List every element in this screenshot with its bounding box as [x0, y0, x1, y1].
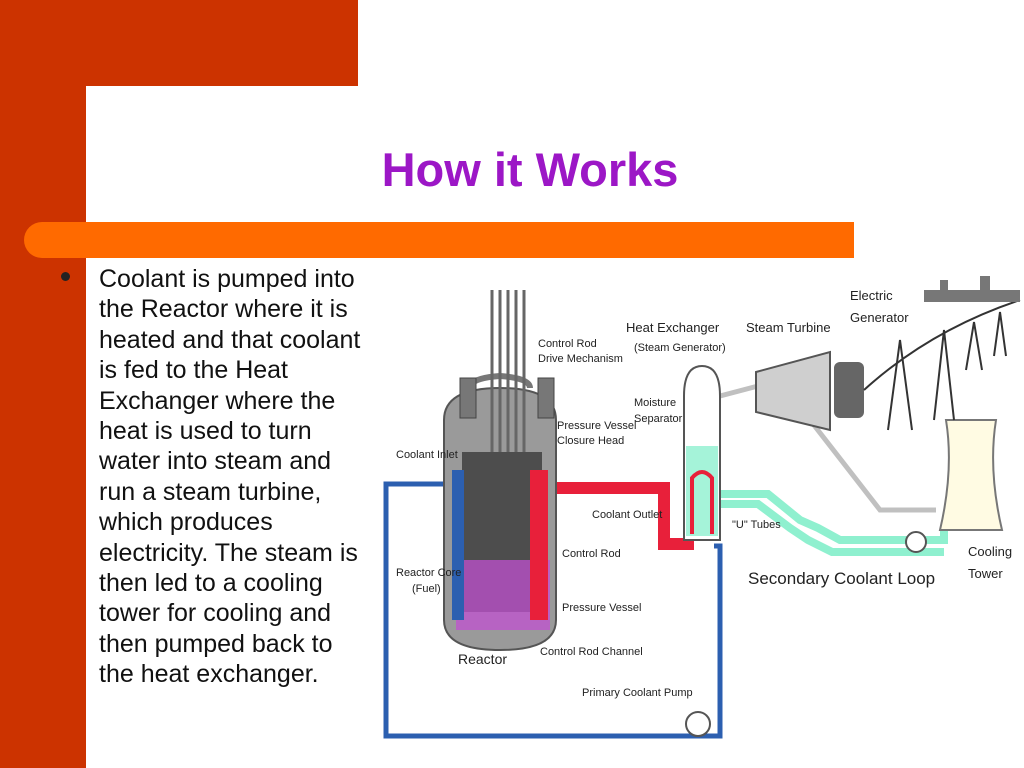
label-separator: Separator [634, 413, 683, 425]
title-underline-bar [24, 222, 854, 258]
primary-pump-icon [685, 711, 711, 737]
steam-line [719, 383, 936, 513]
label-moisture: Moisture [634, 397, 676, 409]
label-coolant-inlet: Coolant Inlet [396, 449, 458, 461]
slide-title: How it Works [381, 143, 679, 196]
label-control-rod-channel: Control Rod Channel [540, 646, 643, 658]
reactor-vessel [443, 372, 557, 652]
bullet-text: Coolant is pumped into the Reactor where… [99, 265, 361, 689]
label-coolant-outlet: Coolant Outlet [592, 509, 662, 521]
secondary-pump-icon [905, 531, 927, 553]
bullet-icon [61, 272, 70, 281]
label-pressure-vessel-closure-1: Pressure Vessel [557, 420, 636, 432]
steam-turbine [755, 350, 864, 432]
secondary-loop-pipe [712, 490, 948, 556]
city-skyline [924, 276, 1020, 302]
transmission-pylons [863, 299, 1021, 431]
label-control-rod-drive-2: Drive Mechanism [538, 353, 623, 365]
label-heat-exchanger: Heat Exchanger [626, 320, 720, 335]
label-reactor: Reactor [458, 651, 507, 667]
label-tower: Tower [968, 566, 1003, 581]
label-steam-turbine: Steam Turbine [746, 320, 831, 335]
label-electric: Electric [850, 288, 893, 303]
label-fuel: (Fuel) [412, 583, 441, 595]
label-u-tubes: "U" Tubes [732, 519, 781, 531]
hot-leg-pipe [540, 482, 694, 550]
label-control-rod: Control Rod [562, 548, 621, 560]
label-primary-coolant-pump: Primary Coolant Pump [582, 687, 693, 699]
frame-top-block [0, 0, 358, 86]
label-steam-generator: (Steam Generator) [634, 342, 726, 354]
label-control-rod-drive-1: Control Rod [538, 338, 597, 350]
frame-left-band [0, 0, 86, 768]
primary-loop-pipe [383, 481, 723, 739]
control-rod-drives [490, 290, 526, 452]
label-cooling: Cooling [968, 544, 1012, 559]
label-secondary-coolant-loop: Secondary Coolant Loop [748, 569, 935, 588]
heat-exchanger [683, 364, 721, 541]
label-reactor-core: Reactor Core [396, 567, 461, 579]
label-generator: Generator [850, 310, 909, 325]
label-pressure-vessel: Pressure Vessel [562, 602, 641, 614]
cooling-tower [938, 419, 1004, 531]
label-pressure-vessel-closure-2: Closure Head [557, 435, 624, 447]
